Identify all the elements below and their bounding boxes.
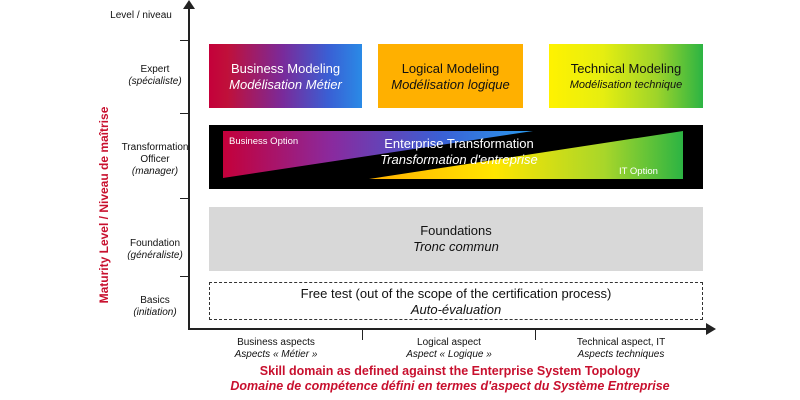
x-category-label: Technical aspect, IT bbox=[576, 337, 666, 348]
x-axis-arrow-icon bbox=[706, 323, 716, 335]
level-basics: Basics (initiation) bbox=[105, 295, 205, 319]
business-option-label: Business Option bbox=[229, 136, 299, 147]
y-axis-header-text: Level / niveau bbox=[110, 10, 172, 21]
basics-box: Free test (out of the scope of the certi… bbox=[209, 282, 703, 320]
x-tick bbox=[362, 328, 363, 340]
x-category-sub: Aspect « Logique » bbox=[406, 349, 492, 360]
y-tick bbox=[180, 40, 190, 41]
x-axis-line bbox=[188, 328, 710, 330]
box-title: Foundations bbox=[420, 223, 492, 238]
y-tick bbox=[180, 198, 190, 199]
level-foundation: Foundation (généraliste) bbox=[105, 238, 205, 262]
box-title: Technical Modeling bbox=[570, 61, 682, 76]
level-transformation-officer: Transformation Officer (manager) bbox=[105, 142, 205, 178]
x-category-sub: Aspects « Métier » bbox=[234, 349, 318, 360]
level-label: Expert bbox=[140, 64, 170, 75]
x-category-label: Logical aspect bbox=[417, 337, 481, 348]
foundations-box: Foundations Tronc commun bbox=[209, 207, 703, 271]
x-category-technical: Technical aspect, IT Aspects techniques bbox=[537, 337, 705, 361]
transformation-box: Business Option IT Option Enterprise Tra… bbox=[209, 125, 703, 189]
transformation-title-block: Enterprise Transformation Transformation… bbox=[329, 136, 589, 168]
level-label: Transformation Officer bbox=[121, 142, 189, 165]
x-category-sub: Aspects techniques bbox=[577, 349, 665, 360]
y-axis-line bbox=[188, 4, 190, 330]
x-category-label: Business aspects bbox=[237, 337, 315, 348]
x-axis-title-en: Skill domain as defined against the Ente… bbox=[259, 364, 641, 378]
level-sub: (manager) bbox=[131, 166, 179, 177]
box-subtitle: Modélisation technique bbox=[569, 79, 683, 91]
y-axis-header: Level / niveau bbox=[96, 10, 186, 21]
y-tick bbox=[180, 113, 190, 114]
x-category-business: Business aspects Aspects « Métier » bbox=[192, 337, 360, 361]
level-sub: (généraliste) bbox=[127, 250, 183, 261]
box-title: Free test (out of the scope of the certi… bbox=[300, 286, 612, 301]
box-subtitle: Modélisation Métier bbox=[229, 77, 342, 92]
business-modeling-box: Business Modeling Modélisation Métier bbox=[209, 44, 362, 108]
x-axis-title-fr: Domaine de compétence défini en termes d… bbox=[230, 379, 670, 393]
box-title: Business Modeling bbox=[230, 61, 341, 76]
transformation-title: Enterprise Transformation bbox=[384, 136, 534, 151]
box-subtitle: Auto-évaluation bbox=[410, 302, 502, 317]
it-option-label: IT Option bbox=[619, 166, 658, 177]
it-option-wedge bbox=[369, 131, 683, 179]
level-label: Foundation bbox=[129, 238, 181, 249]
technical-modeling-box: Technical Modeling Modélisation techniqu… bbox=[549, 44, 703, 108]
level-sub: (initiation) bbox=[133, 307, 177, 318]
x-category-logical: Logical aspect Aspect « Logique » bbox=[364, 337, 534, 361]
level-label: Basics bbox=[140, 295, 170, 306]
level-sub: (spécialiste) bbox=[128, 76, 182, 87]
transformation-wedges bbox=[223, 131, 683, 179]
box-subtitle: Tronc commun bbox=[413, 239, 499, 254]
box-title: Logical Modeling bbox=[401, 61, 500, 76]
y-tick bbox=[180, 276, 190, 277]
business-option-wedge bbox=[223, 131, 533, 178]
level-expert: Expert (spécialiste) bbox=[105, 64, 205, 88]
x-tick bbox=[535, 328, 536, 340]
y-axis-arrow-icon bbox=[183, 0, 195, 9]
x-axis-title: Skill domain as defined against the Ente… bbox=[150, 364, 750, 394]
box-subtitle: Modélisation logique bbox=[391, 77, 510, 92]
logical-modeling-box: Logical Modeling Modélisation logique bbox=[378, 44, 523, 108]
transformation-subtitle: Transformation d'entreprise bbox=[380, 152, 538, 167]
